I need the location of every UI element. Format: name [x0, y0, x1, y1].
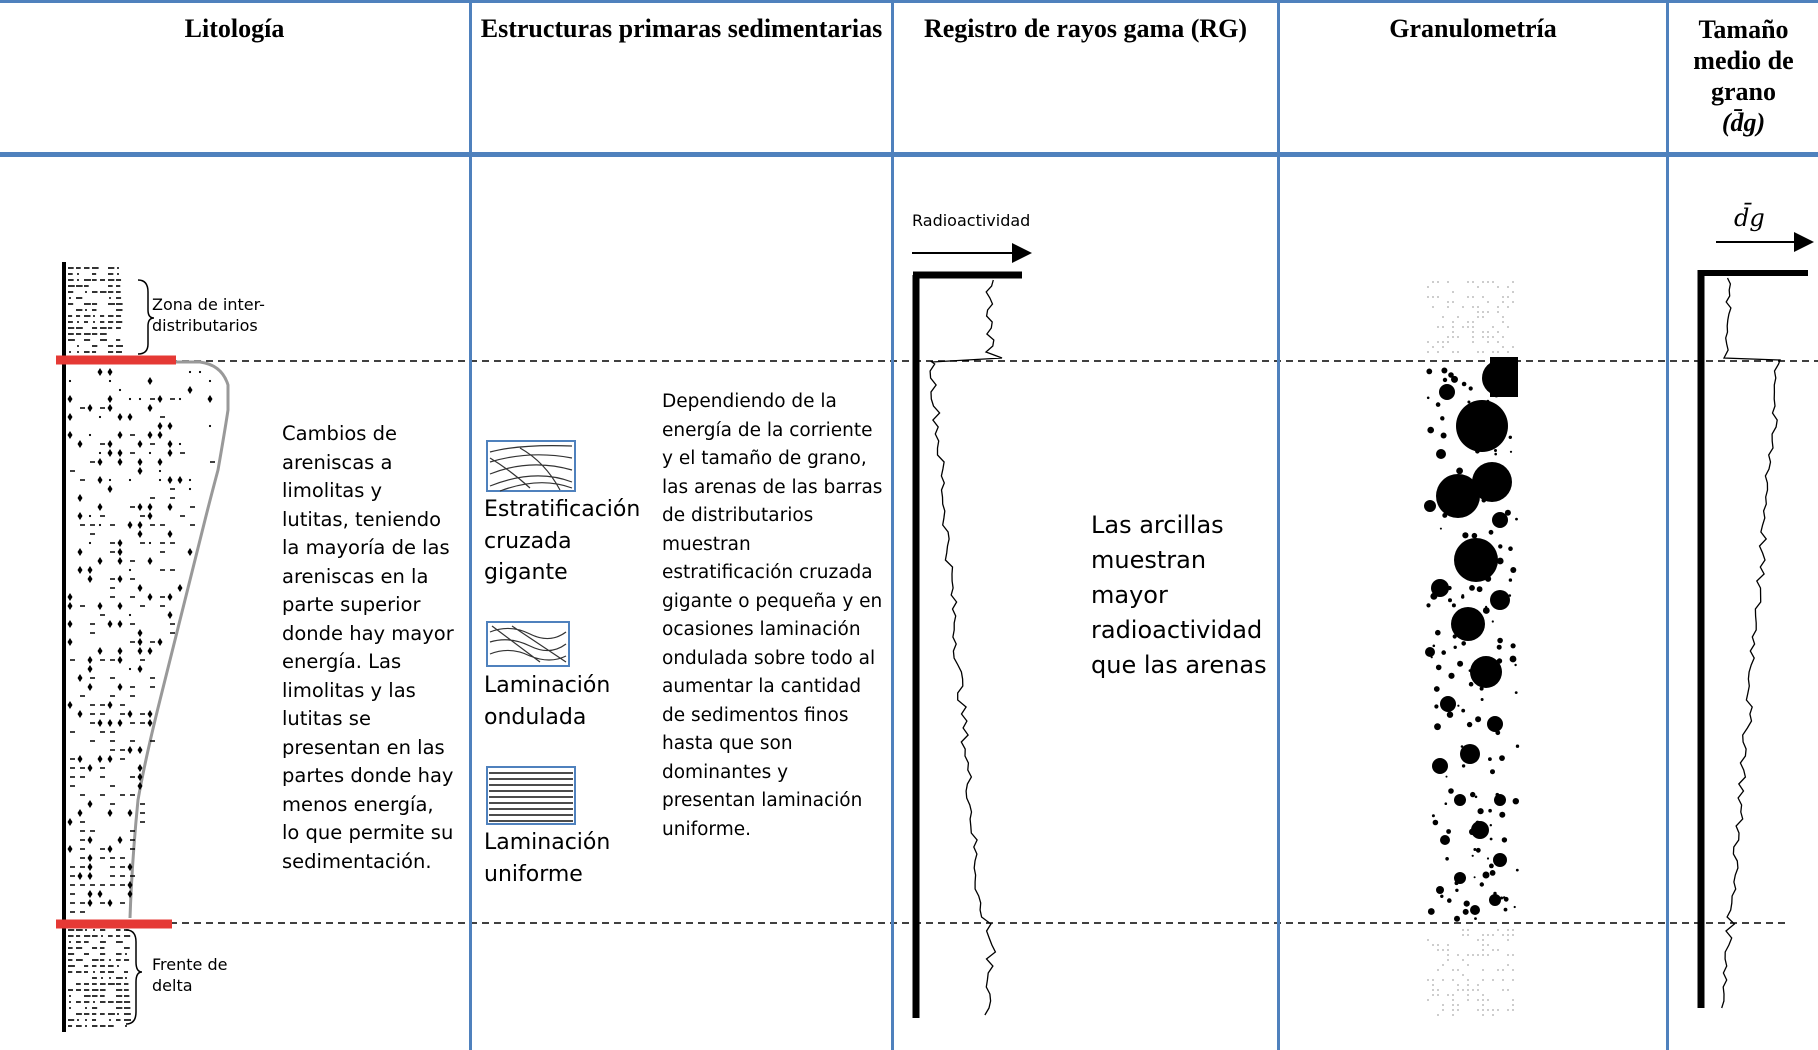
gamma-ray-log [912, 243, 1032, 1018]
estructuras-description: Dependiendo de la energía de la corrient… [662, 391, 883, 840]
frente-de-delta-label: Frente de delta [152, 955, 228, 995]
header-divider [0, 152, 1818, 157]
header-tamano-symbol: (d̄g) [1721, 108, 1766, 137]
wavy-lamination-icon [486, 621, 570, 667]
cross-stratification-label: Estratificación cruzada gigante [484, 497, 641, 585]
header-litologia: Litología [184, 14, 285, 43]
header-granulometria: Granulometría [1389, 14, 1557, 43]
grain-size-log [1697, 232, 1814, 1009]
column-divider [1277, 0, 1280, 1050]
rayos-gama-description: Las arcillas muestran mayor radioactivid… [1091, 511, 1267, 679]
lithology-column [56, 262, 230, 1032]
frente-brace [125, 929, 143, 1025]
zona-brace [137, 279, 155, 355]
uniform-lamination-label: Laminación uniforme [484, 830, 611, 887]
header-tamano: Tamaño medio de grano (d̄g) [1669, 14, 1818, 138]
column-divider [469, 0, 472, 1050]
wavy-lamination-label: Laminación ondulada [484, 673, 611, 730]
zona-inter-distributarios-label: Zona de inter-distributarios [152, 295, 265, 335]
header-tamano-text: Tamaño medio de grano [1693, 15, 1794, 106]
litologia-description: Cambios de areniscas a limolitas y lutit… [282, 422, 454, 873]
grain-size-axis-label: d̄g [1734, 204, 1765, 232]
table-top-border [0, 0, 1818, 3]
uniform-lamination-icon [486, 766, 576, 825]
header-rayos-gama: Registro de rayos gama (RG) [923, 14, 1248, 43]
column-divider [1666, 0, 1669, 1050]
radioactividad-axis-label: Radioactividad [912, 211, 1031, 230]
header-estructuras: Estructuras primaras sedimentarias [480, 14, 883, 43]
granulometry-column [1424, 281, 1520, 1016]
column-divider [891, 0, 894, 1050]
cross-stratification-icon [486, 440, 576, 492]
